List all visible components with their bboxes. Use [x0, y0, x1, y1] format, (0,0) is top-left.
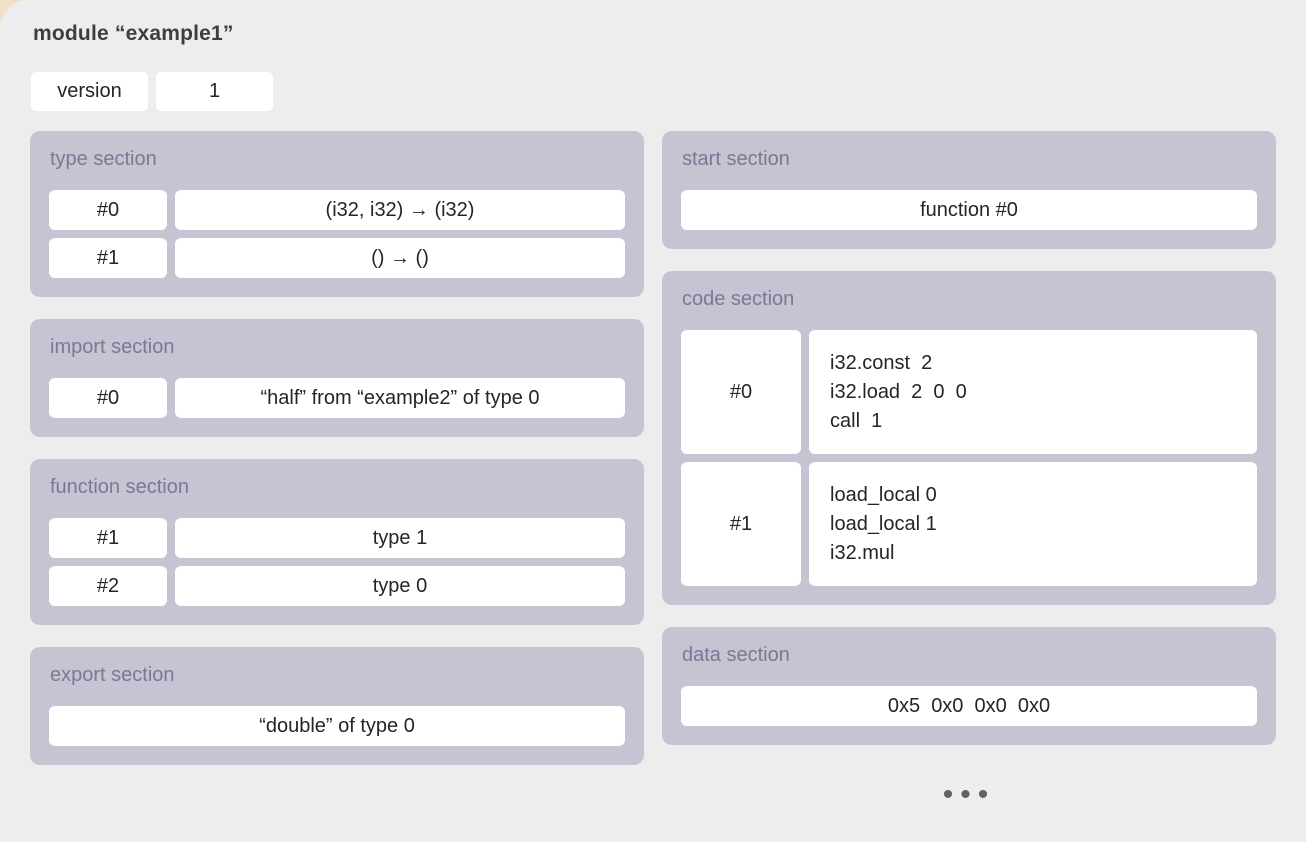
columns: type section #0 (i32, i32) → (i32) #1 ()…: [30, 131, 1276, 811]
data-section-title: data section: [682, 644, 790, 666]
left-column: type section #0 (i32, i32) → (i32) #1 ()…: [30, 131, 644, 805]
table-row: #1 load_local 0 load_local 1 i32.mul: [681, 462, 1257, 586]
row-index: #1: [49, 518, 167, 558]
code-instructions: i32.const 2 i32.load 2 0 0 call 1: [809, 330, 1257, 454]
table-row: #1 type 1: [49, 518, 625, 558]
row-value: 0x5 0x0 0x0 0x0: [681, 686, 1257, 726]
row-value: type 1: [175, 518, 625, 558]
row-index: #0: [681, 330, 801, 454]
row-index: #0: [49, 190, 167, 230]
function-section-card: function section #1 type 1 #2 type 0: [30, 459, 644, 625]
table-row: #0 i32.const 2 i32.load 2 0 0 call 1: [681, 330, 1257, 454]
table-row: #1 () → (): [49, 238, 625, 278]
import-section-card: import section #0 “half” from “example2”…: [30, 319, 644, 437]
row-index: #1: [49, 238, 167, 278]
data-section-card: data section 0x5 0x0 0x0 0x0: [662, 627, 1276, 745]
row-index: #1: [681, 462, 801, 586]
export-section-card: export section “double” of type 0: [30, 647, 644, 765]
row-value: type 0: [175, 566, 625, 606]
table-row: #2 type 0: [49, 566, 625, 606]
table-row: 0x5 0x0 0x0 0x0: [681, 686, 1257, 726]
type-section-title: type section: [50, 148, 157, 170]
table-row: #0 “half” from “example2” of type 0: [49, 378, 625, 418]
module-title: module “example1”: [33, 22, 234, 45]
version-value-box: 1: [156, 72, 273, 111]
code-section-card: code section #0 i32.const 2 i32.load 2 0…: [662, 271, 1276, 605]
row-value: () → (): [175, 238, 625, 278]
row-index: #0: [49, 378, 167, 418]
code-instructions: load_local 0 load_local 1 i32.mul: [809, 462, 1257, 586]
start-section-card: start section function #0: [662, 131, 1276, 249]
table-row: “double” of type 0: [49, 706, 625, 746]
row-value: function #0: [681, 190, 1257, 230]
table-row: #0 (i32, i32) → (i32): [49, 190, 625, 230]
export-section-title: export section: [50, 664, 175, 686]
row-value: (i32, i32) → (i32): [175, 190, 625, 230]
row-index: #2: [49, 566, 167, 606]
type-section-card: type section #0 (i32, i32) → (i32) #1 ()…: [30, 131, 644, 297]
start-section-title: start section: [682, 148, 790, 170]
version-row: version 1: [31, 72, 1276, 111]
function-section-title: function section: [50, 476, 189, 498]
table-row: function #0: [681, 190, 1257, 230]
version-label-box: version: [31, 72, 148, 111]
right-column: start section function #0 code section #…: [662, 131, 1276, 811]
import-section-title: import section: [50, 336, 175, 358]
row-value: “double” of type 0: [49, 706, 625, 746]
code-section-title: code section: [682, 288, 795, 310]
more-sections-ellipsis-icon: •••: [942, 778, 996, 811]
row-value: “half” from “example2” of type 0: [175, 378, 625, 418]
